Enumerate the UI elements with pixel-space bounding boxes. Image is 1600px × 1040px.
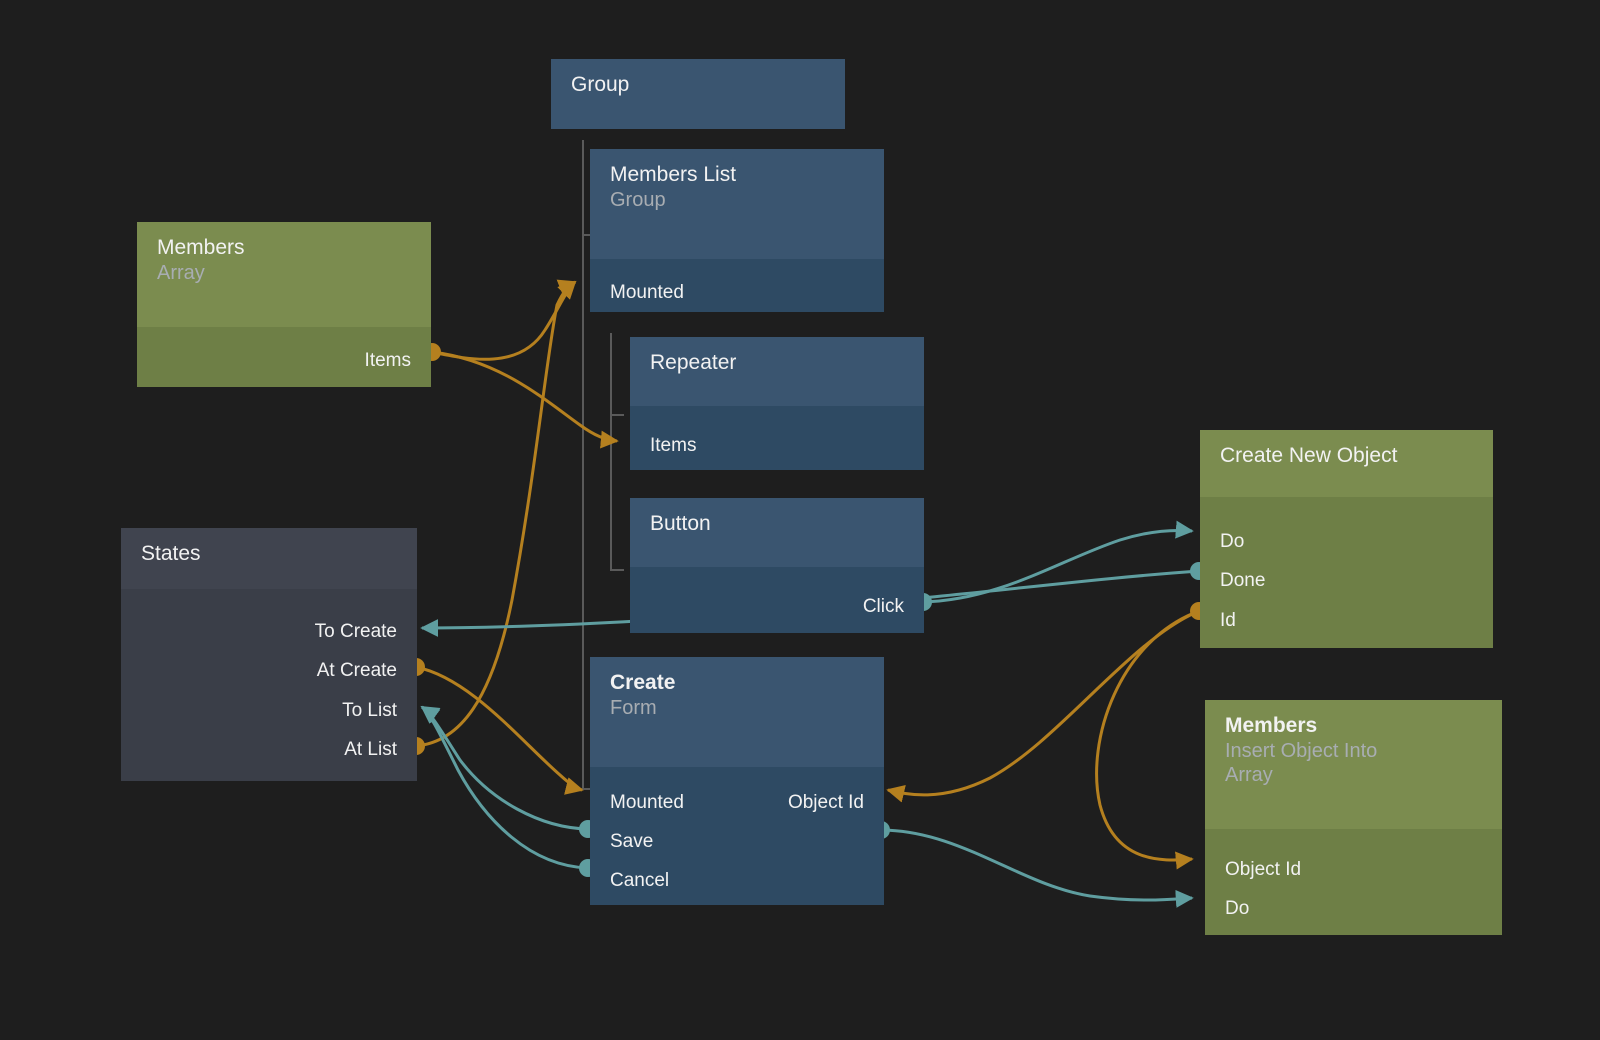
node-create-new-object-body: Do Done Id xyxy=(1200,497,1493,648)
node-group-header: Group xyxy=(551,59,845,129)
node-create-new-object[interactable]: Create New Object Do Done Id xyxy=(1200,430,1493,648)
node-repeater-body: Items xyxy=(630,406,924,470)
node-create-form-subtitle: Form xyxy=(610,696,657,719)
node-members-list-title: Members List xyxy=(610,163,737,186)
port-create-cancel[interactable]: Cancel xyxy=(610,870,670,891)
wire-click-to-create-new-object-do xyxy=(922,520,1194,604)
node-members-list-header: Members List Group xyxy=(590,149,884,259)
node-members-array-body: Items xyxy=(137,327,431,387)
node-members-array-title: Members xyxy=(157,236,245,259)
tree-trunk-members-list xyxy=(610,333,612,571)
node-members-insert-body: Object Id Do xyxy=(1205,829,1502,935)
port-button-click[interactable]: Click xyxy=(862,596,904,617)
node-members-insert[interactable]: Members Insert Object Into Array Object … xyxy=(1205,700,1502,935)
wire-id-to-members-insert-object-id xyxy=(1095,609,1200,870)
wire-at-list-to-members-list-mounted xyxy=(415,279,577,748)
node-members-array[interactable]: Members Array Items xyxy=(137,222,431,387)
node-members-list-body: Mounted xyxy=(590,259,884,312)
port-create-new-object-do[interactable]: Do xyxy=(1220,531,1245,552)
node-button-body: Click xyxy=(630,567,924,633)
wire-save-to-states-to-list xyxy=(420,705,589,831)
port-create-mounted[interactable]: Mounted xyxy=(610,792,684,813)
node-members-array-subtitle: Array xyxy=(157,261,205,284)
port-create-new-object-id[interactable]: Id xyxy=(1220,610,1236,631)
port-members-array-items[interactable]: Items xyxy=(364,350,411,371)
wire-id-to-create-object-id xyxy=(886,609,1200,803)
port-states-at-create[interactable]: At Create xyxy=(316,660,397,681)
node-button-title: Button xyxy=(650,512,711,535)
node-button-header: Button xyxy=(630,498,924,567)
port-states-to-list[interactable]: To List xyxy=(342,700,397,721)
node-button[interactable]: Button Click xyxy=(630,498,924,633)
node-states-body: To Create At Create To List At List xyxy=(121,589,417,781)
node-repeater-title: Repeater xyxy=(650,351,737,374)
node-create-new-object-header: Create New Object xyxy=(1200,430,1493,497)
wire-cancel-to-states-to-list xyxy=(420,705,589,870)
node-repeater-header: Repeater xyxy=(630,337,924,406)
wire-items-to-repeater-items xyxy=(431,350,619,449)
node-members-insert-subtitle: Insert Object Into Array xyxy=(1225,739,1378,787)
tree-tick-repeater xyxy=(610,414,624,416)
node-states-title: States xyxy=(141,542,201,565)
node-repeater[interactable]: Repeater Items xyxy=(630,337,924,470)
node-members-list-subtitle: Group xyxy=(610,188,666,211)
wire-create-out-to-members-insert-do xyxy=(880,828,1194,908)
node-create-form-body: Mounted Save Cancel Object Id xyxy=(590,767,884,905)
port-states-to-create[interactable]: To Create xyxy=(314,621,397,642)
node-states-header: States xyxy=(121,528,417,589)
port-repeater-items[interactable]: Items xyxy=(650,435,697,456)
node-create-form-header: Create Form xyxy=(590,657,884,767)
node-group-title: Group xyxy=(571,73,630,96)
node-members-list[interactable]: Members List Group Mounted xyxy=(590,149,884,312)
port-members-list-mounted[interactable]: Mounted xyxy=(610,282,684,303)
node-create-form-title: Create xyxy=(610,671,676,694)
wire-items-to-members-list-mounted xyxy=(431,280,577,361)
node-create-form[interactable]: Create Form Mounted Save Cancel Object I… xyxy=(590,657,884,905)
port-members-insert-do[interactable]: Do xyxy=(1225,898,1250,919)
port-create-save[interactable]: Save xyxy=(610,831,654,852)
node-members-insert-title: Members xyxy=(1225,714,1318,737)
port-create-new-object-done[interactable]: Done xyxy=(1220,570,1266,591)
tree-tick-create xyxy=(582,788,596,790)
node-states[interactable]: States To Create At Create To List At Li… xyxy=(121,528,417,781)
port-members-insert-object-id[interactable]: Object Id xyxy=(1225,859,1302,880)
tree-tick-button xyxy=(610,569,624,571)
node-members-array-header: Members Array xyxy=(137,222,431,327)
node-create-new-object-title: Create New Object xyxy=(1220,444,1398,467)
tree-trunk-group xyxy=(582,140,584,790)
wire-at-create-to-create-mounted xyxy=(415,665,584,795)
node-members-insert-header: Members Insert Object Into Array xyxy=(1205,700,1502,829)
port-create-object-id[interactable]: Object Id xyxy=(787,792,864,813)
tree-tick-members-list xyxy=(582,234,596,236)
port-states-at-list[interactable]: At List xyxy=(344,739,397,760)
node-group[interactable]: Group xyxy=(551,59,845,129)
